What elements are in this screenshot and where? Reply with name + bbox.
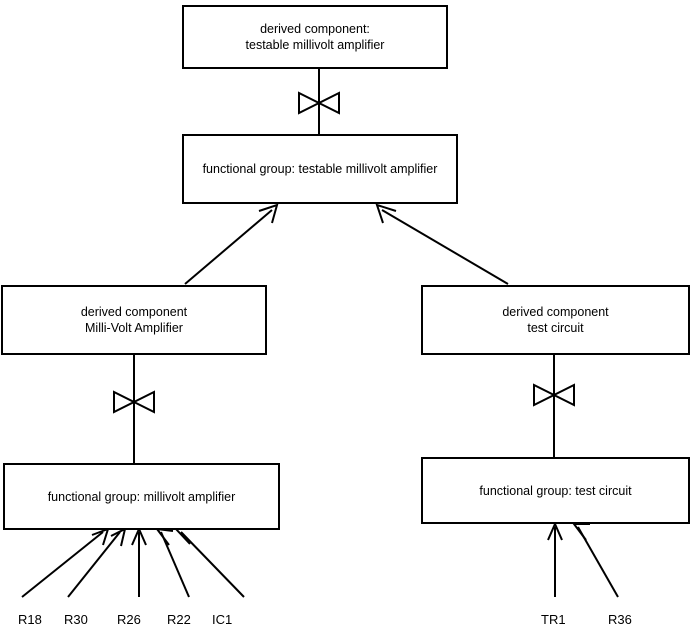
realization-bowtie-icon bbox=[298, 91, 340, 115]
node-fg-testable-millivolt-amplifier[interactable]: functional group: testable millivolt amp… bbox=[182, 134, 458, 204]
leaf-label-r18[interactable]: R18 bbox=[18, 612, 42, 627]
connector-derived-to-fg-testable[interactable] bbox=[298, 69, 340, 134]
node-derived-testable-millivolt-amplifier[interactable]: derived component: testable millivolt am… bbox=[182, 5, 448, 69]
connector-derived-tc-to-fg-tc[interactable] bbox=[533, 355, 575, 457]
connector-line bbox=[381, 209, 509, 285]
leaf-label-ic1[interactable]: IC1 bbox=[212, 612, 233, 627]
open-arrowhead-icon bbox=[258, 203, 279, 224]
node-label: derived component: testable millivolt am… bbox=[245, 22, 385, 52]
node-label: functional group: millivolt amplifier bbox=[47, 489, 236, 504]
connector-line bbox=[184, 209, 273, 285]
leaf-label-r36[interactable]: R36 bbox=[608, 612, 632, 627]
node-fg-test-circuit[interactable]: functional group: test circuit bbox=[421, 457, 690, 524]
connector-r26-to-fg-mva[interactable] bbox=[131, 526, 147, 597]
node-label: functional group: testable millivolt amp… bbox=[202, 162, 438, 176]
realization-bowtie-icon bbox=[113, 390, 155, 414]
connector-line bbox=[180, 531, 245, 598]
open-arrowhead-icon bbox=[547, 521, 563, 541]
open-arrowhead-icon bbox=[110, 527, 127, 547]
leaf-label-r30[interactable]: R30 bbox=[64, 612, 88, 627]
leaf-label-tr1[interactable]: TR1 bbox=[541, 612, 566, 627]
connector-line bbox=[160, 531, 190, 598]
connector-derived-mva-to-fg-mva[interactable] bbox=[113, 355, 155, 463]
connector-ic1-to-fg-mva[interactable] bbox=[173, 526, 245, 598]
node-label: derived component test circuit bbox=[502, 305, 609, 335]
node-derived-test-circuit[interactable]: derived component test circuit bbox=[421, 285, 690, 355]
realization-bowtie-icon bbox=[533, 383, 575, 407]
open-arrowhead-icon bbox=[91, 527, 110, 546]
connector-line bbox=[67, 531, 121, 598]
connector-derived-tc-to-fg-testable[interactable] bbox=[375, 203, 509, 285]
connector-tr1-to-fg-tc[interactable] bbox=[547, 521, 563, 597]
open-arrowhead-icon bbox=[572, 523, 590, 541]
node-label: derived component Milli-Volt Amplifier bbox=[80, 305, 188, 335]
node-label: functional group: test circuit bbox=[479, 483, 632, 498]
connector-derived-mva-to-fg-testable[interactable] bbox=[184, 203, 279, 285]
connector-line bbox=[21, 531, 104, 598]
connector-r30-to-fg-mva[interactable] bbox=[67, 527, 127, 598]
leaf-label-r26[interactable]: R26 bbox=[117, 612, 141, 627]
connector-r36-to-fg-tc[interactable] bbox=[572, 523, 619, 598]
node-fg-millivolt-amplifier[interactable]: functional group: millivolt amplifier bbox=[3, 463, 280, 530]
leaf-label-r22[interactable]: R22 bbox=[167, 612, 191, 627]
open-arrowhead-icon bbox=[375, 203, 397, 224]
node-derived-milli-volt-amplifier[interactable]: derived component Milli-Volt Amplifier bbox=[1, 285, 267, 355]
